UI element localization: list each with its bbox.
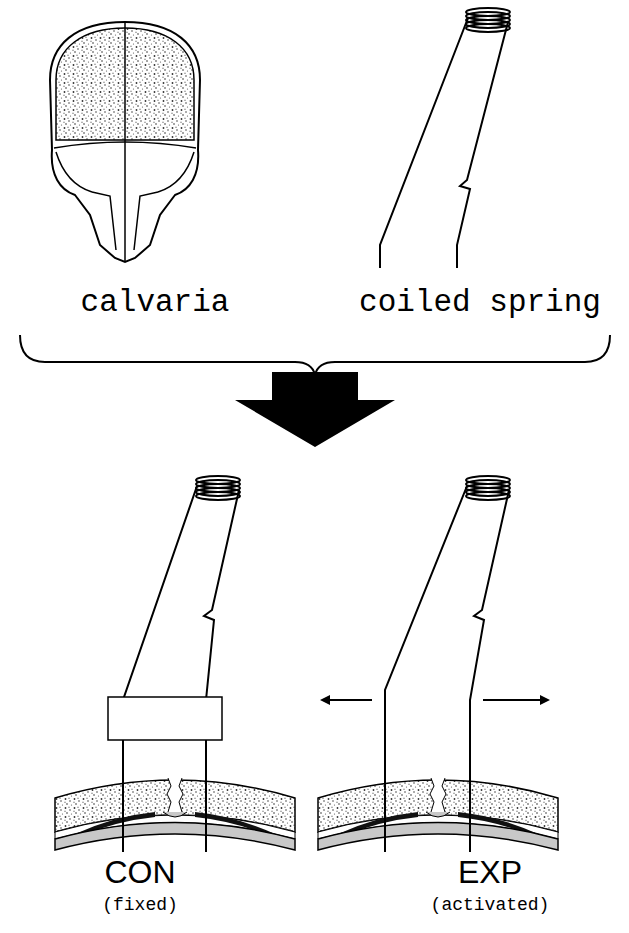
fixed-assembly (55, 476, 295, 852)
spring-drawing (380, 8, 510, 268)
part-name: coiled spring (359, 287, 601, 318)
activated-assembly (318, 476, 558, 852)
down-arrow (235, 372, 395, 447)
part-name: calvaria (81, 287, 230, 318)
group-note: (activated) (431, 896, 550, 914)
group-label: CON (104, 856, 175, 888)
group-label: EXP (458, 856, 522, 888)
bracket (20, 335, 610, 375)
skull-drawing (50, 22, 200, 262)
group-note: (fixed) (102, 896, 178, 914)
